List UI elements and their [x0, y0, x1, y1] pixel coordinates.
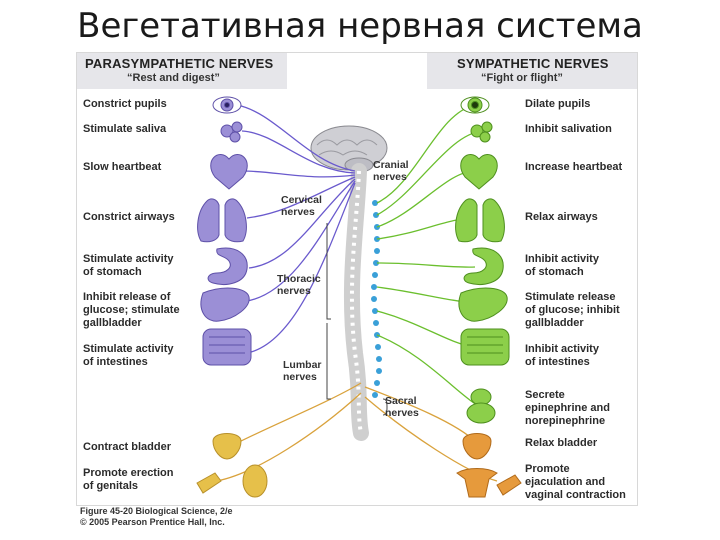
- eye-icon: [460, 96, 490, 114]
- bladder-icon: [462, 433, 492, 460]
- sympathetic-lower-organs: [456, 433, 522, 498]
- bladder-icon: [212, 433, 242, 460]
- adrenal-gland-icon: [466, 388, 496, 424]
- para-label-genitals: Promote erection of genitals: [83, 467, 174, 492]
- intestines-icon: [460, 328, 510, 366]
- parasympathetic-subtitle: “Rest and digest”: [127, 72, 220, 84]
- lungs-icon: [197, 198, 247, 243]
- nervous-system-illustration: [196, 96, 522, 498]
- para-label-constrict-airways: Constrict airways: [83, 211, 175, 223]
- sympathetic-organs: [455, 96, 510, 424]
- parasympathetic-organs: [197, 96, 252, 366]
- stomach-icon: [463, 247, 504, 285]
- para-label-intestines: Stimulate activity of intestines: [83, 343, 174, 368]
- symp-label-relax-airways: Relax airways: [525, 211, 598, 223]
- diagram-figure: PARASYMPATHETIC NERVES “Rest and digest”…: [76, 52, 638, 506]
- sympathetic-header: [427, 53, 637, 89]
- liver-icon: [200, 287, 250, 322]
- sympathetic-ganglia-chain: [371, 200, 382, 398]
- parasympathetic-header: [77, 53, 287, 89]
- thoracic-nerves-label: Thoracic nerves: [277, 273, 321, 297]
- figure-caption: Figure 45-20 Biological Science, 2/e © 2…: [80, 506, 233, 527]
- intestines-icon: [202, 328, 252, 366]
- slide-title: Вегетативная нервная система: [77, 6, 643, 46]
- cervical-nerves-label: Cervical nerves: [281, 194, 322, 218]
- symp-label-genitals: Promote ejaculation and vaginal contract…: [525, 463, 626, 501]
- para-label-glucose: Inhibit release of glucose; stimulate ga…: [83, 291, 180, 329]
- heart-icon: [210, 154, 248, 190]
- sacral-nerves-label: Sacral nerves: [385, 395, 419, 419]
- para-label-constrict-pupils: Constrict pupils: [83, 98, 167, 110]
- sympathetic-title: SYMPATHETIC NERVES: [457, 56, 609, 71]
- salivary-gland-icon: [220, 121, 243, 143]
- lungs-icon: [455, 198, 505, 243]
- para-label-bladder: Contract bladder: [83, 441, 172, 453]
- parasympathetic-title: PARASYMPATHETIC NERVES: [85, 56, 274, 71]
- symp-label-inhibit-salivation: Inhibit salivation: [525, 123, 612, 135]
- region-brackets: [326, 223, 388, 416]
- para-label-stimulate-saliva: Stimulate saliva: [83, 123, 167, 135]
- heart-icon: [460, 154, 498, 190]
- eye-icon: [212, 96, 242, 114]
- symp-label-stomach: Inhibit activity of stomach: [525, 253, 599, 278]
- genitals-icon: [456, 468, 522, 498]
- sympathetic-subtitle: “Fight or flight”: [481, 72, 563, 84]
- symp-label-increase-heartbeat: Increase heartbeat: [525, 161, 623, 173]
- genitals-icon: [196, 464, 268, 498]
- symp-label-intestines: Inhibit activity of intestines: [525, 343, 599, 368]
- symp-label-dilate-pupils: Dilate pupils: [525, 98, 591, 110]
- symp-label-glucose: Stimulate release of glucose; inhibit ga…: [525, 291, 620, 329]
- parasympathetic-nerves: [236, 104, 356, 354]
- symp-label-epinephrine: Secrete epinephrine and norepinephrine: [525, 389, 610, 427]
- parasympathetic-lower-organs: [196, 433, 268, 498]
- spinal-cord: [343, 163, 369, 441]
- lumbar-nerves-label: Lumbar nerves: [283, 359, 322, 383]
- para-label-slow-heartbeat: Slow heartbeat: [83, 161, 162, 173]
- salivary-gland-icon: [470, 121, 493, 143]
- para-label-stomach: Stimulate activity of stomach: [83, 253, 174, 278]
- stomach-icon: [207, 247, 248, 285]
- cranial-nerves-label: Cranial nerves: [373, 159, 409, 183]
- symp-label-relax-bladder: Relax bladder: [525, 437, 598, 449]
- liver-icon: [458, 287, 508, 322]
